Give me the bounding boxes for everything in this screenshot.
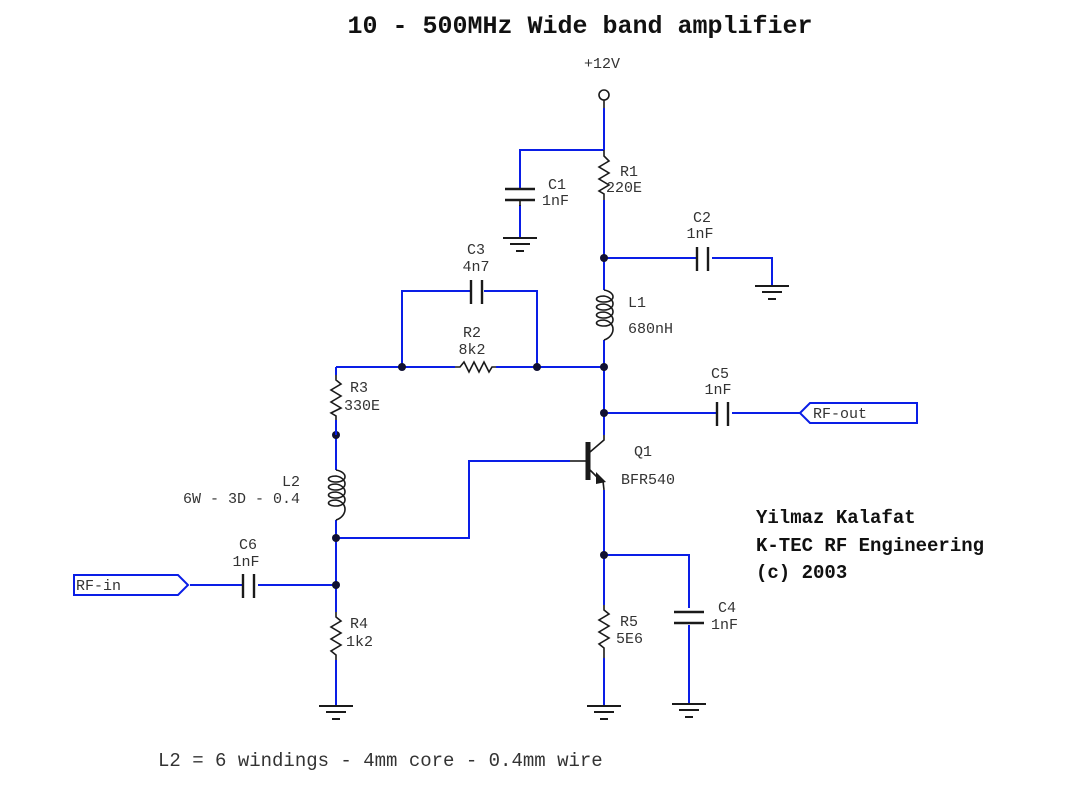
r2-value: 8k2 [458,342,485,359]
c5-ref: C5 [711,366,729,383]
c3-ref: C3 [467,242,485,259]
capacitor-c6[interactable]: C6 1nF [232,537,260,598]
c1-ref: C1 [548,177,566,194]
c1-value: 1nF [542,193,569,210]
q1-value: BFR540 [621,472,675,489]
ground-icon [319,705,353,720]
resistor-r2[interactable]: R2 8k2 [455,325,496,374]
capacitor-c3[interactable]: C3 4n7 [462,242,490,304]
c2-ref: C2 [693,210,711,227]
junction-dot [332,581,340,589]
r1-ref: R1 [620,164,638,181]
resistor-r4[interactable]: R4 1k2 [329,612,373,660]
r1-value: 220E [606,180,642,197]
l2-value: 6W - 3D - 0.4 [183,491,300,508]
c3-value: 4n7 [462,259,489,276]
r3-value: 330E [344,398,380,415]
r5-ref: R5 [620,614,638,631]
credit-author: Yilmaz Kalafat [756,507,916,529]
ground-icon [587,705,621,720]
ground-icon [672,703,706,718]
r3-ref: R3 [350,380,368,397]
c6-value: 1nF [232,554,259,571]
rf-in-port[interactable]: RF-in [73,574,190,596]
winding-note: L2 = 6 windings - 4mm core - 0.4mm wire [158,750,603,772]
inductor-l1[interactable]: L1 680nH [595,289,674,341]
junction-dot [332,534,340,542]
credit-company: K-TEC RF Engineering [756,535,984,557]
transistor-q1[interactable]: Q1 BFR540 [570,435,675,491]
l2-ref: L2 [282,474,300,491]
credit-copyright: (c) 2003 [756,562,847,584]
rf-in-label: RF-in [76,578,121,595]
capacitor-c4[interactable]: C4 1nF [674,600,738,634]
capacitor-c2[interactable]: C2 1nF [686,210,714,271]
capacitor-c1[interactable]: C1 1nF [505,177,569,210]
c4-value: 1nF [711,617,738,634]
wires [190,108,800,705]
junction-dot [533,363,541,371]
ground-icon [503,237,537,252]
resistor-r5[interactable]: R5 5E6 [597,605,643,658]
schematic-title: 10 - 500MHz Wide band amplifier [347,12,812,41]
junction-dot [600,363,608,371]
junction-dot [398,363,406,371]
inductor-l2[interactable]: L2 6W - 3D - 0.4 [183,469,346,521]
r2-ref: R2 [463,325,481,342]
c6-ref: C6 [239,537,257,554]
q1-ref: Q1 [634,444,652,461]
resistor-r3[interactable]: R3 330E [329,375,380,420]
l1-ref: L1 [628,295,646,312]
junction-dot [600,409,608,417]
junction-dot [600,551,608,559]
junctions [332,254,608,589]
credits: Yilmaz Kalafat K-TEC RF Engineering (c) … [756,507,984,584]
c4-ref: C4 [718,600,736,617]
c2-value: 1nF [686,226,713,243]
r4-ref: R4 [350,616,368,633]
capacitor-c5[interactable]: C5 1nF [704,366,732,426]
junction-dot [600,254,608,262]
r4-value: 1k2 [346,634,373,651]
c5-value: 1nF [704,382,731,399]
l1-value: 680nH [628,321,673,338]
r5-value: 5E6 [616,631,643,648]
ground-icon [755,285,789,300]
supply-terminal [598,89,610,101]
resistor-r1[interactable]: R1 220E [597,150,642,200]
supply-label: +12V [584,56,620,73]
rf-out-port[interactable]: RF-out [798,402,918,424]
rf-out-label: RF-out [813,406,867,423]
